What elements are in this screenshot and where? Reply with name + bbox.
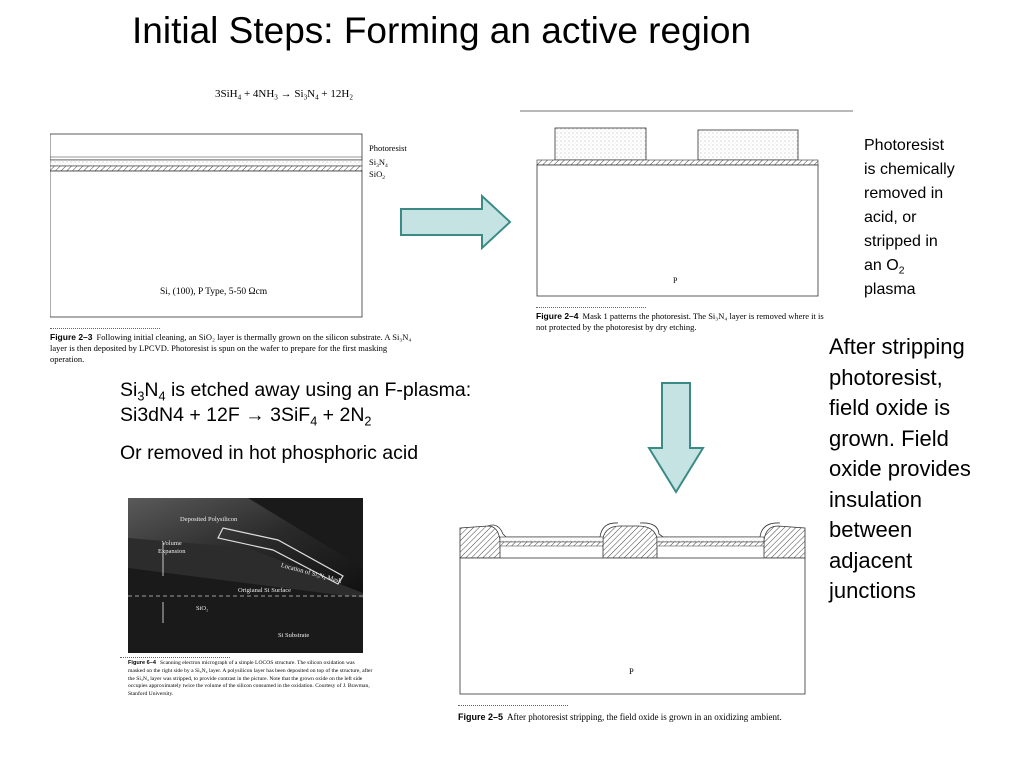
sem-micrograph (128, 498, 363, 653)
etch-description: Si3N4 is etched away using an F-plasma: … (120, 379, 472, 464)
figure-2-4-diagram (520, 110, 853, 297)
fig25-substrate-label: P (629, 666, 634, 676)
label-sio2: SiO2 (369, 169, 385, 181)
sem-label-substrate: Si Substrate (278, 632, 310, 639)
label-si3n4: Si3N4 (369, 157, 388, 169)
sem-label-sio2: SiO₂ (196, 605, 209, 612)
deposition-equation: 3SiH4 + 4NH3 → Si3N4 + 12H2 (215, 88, 353, 102)
field-oxide-note: After stripping photoresist, field oxide… (829, 334, 971, 603)
photoresist-note: Photoresist is chemically removed in aci… (864, 137, 955, 298)
sem-label-surface: Origianal Si Surface (238, 587, 292, 594)
right-arrow-icon (400, 193, 512, 251)
slide-title: Initial Steps: Forming an active region (132, 10, 752, 51)
divider (458, 705, 568, 706)
fig24-substrate-label: P (673, 276, 678, 285)
label-substrate: Si, (100), P Type, 5-50 Ωcm (160, 287, 268, 297)
sem-label-poly: Deposited Polysilicon (180, 516, 238, 523)
down-arrow-icon (647, 382, 705, 494)
divider (120, 657, 230, 658)
figure-2-5-diagram (459, 522, 806, 695)
label-photoresist: Photoresist (369, 143, 407, 153)
divider (536, 307, 646, 308)
figure-2-3-diagram (50, 133, 363, 318)
divider (50, 328, 160, 329)
